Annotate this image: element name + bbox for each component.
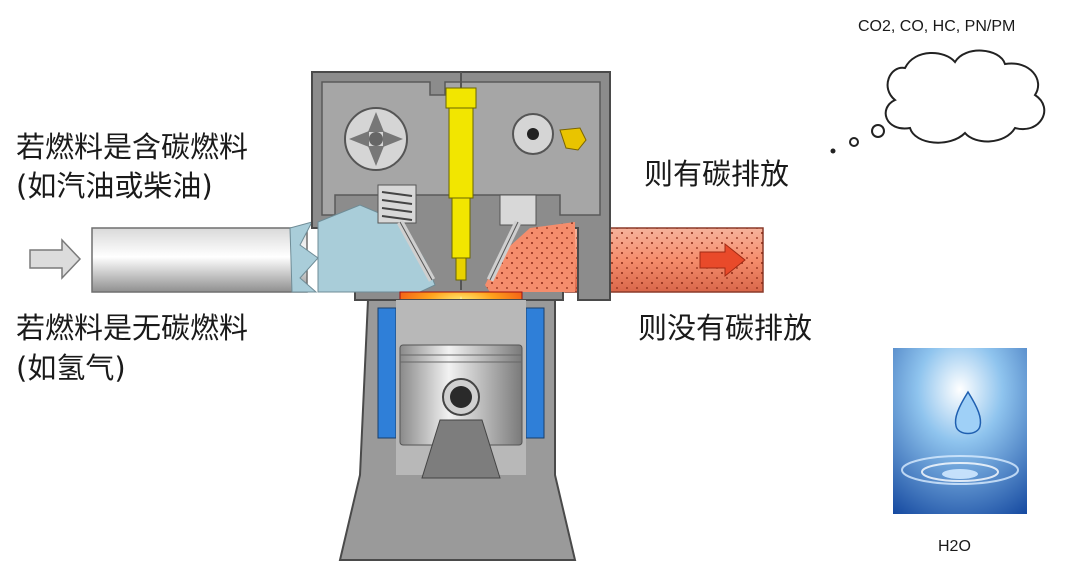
intake-pipe [91,221,319,293]
thought-cloud-icon [830,49,1046,154]
arrow-right-icon [29,238,82,280]
spark-plug-icon [445,72,477,290]
emissions-label: CO2, CO, HC, PN/PM [858,18,1016,35]
no-carbon-emission-label: 则没有碳排放 [638,311,813,345]
intake-valve [377,184,436,282]
noncarbon-fuel-label-line1: 若燃料是无碳燃料 [16,311,249,345]
water-drop-icon [893,348,1027,514]
carbon-emission-label: 则有碳排放 [644,157,790,191]
h2o-label: H2O [938,538,971,555]
camshaft-icon [512,113,587,155]
piston [399,344,523,479]
carbon-fuel-label-line2: (如汽油或柴油) [16,169,213,203]
exhaust-valve [486,194,537,282]
noncarbon-fuel-label-line2: (如氢气) [16,351,126,385]
carbon-fuel-label-line1: 若燃料是含碳燃料 [16,130,249,164]
fan-icon [344,107,408,171]
